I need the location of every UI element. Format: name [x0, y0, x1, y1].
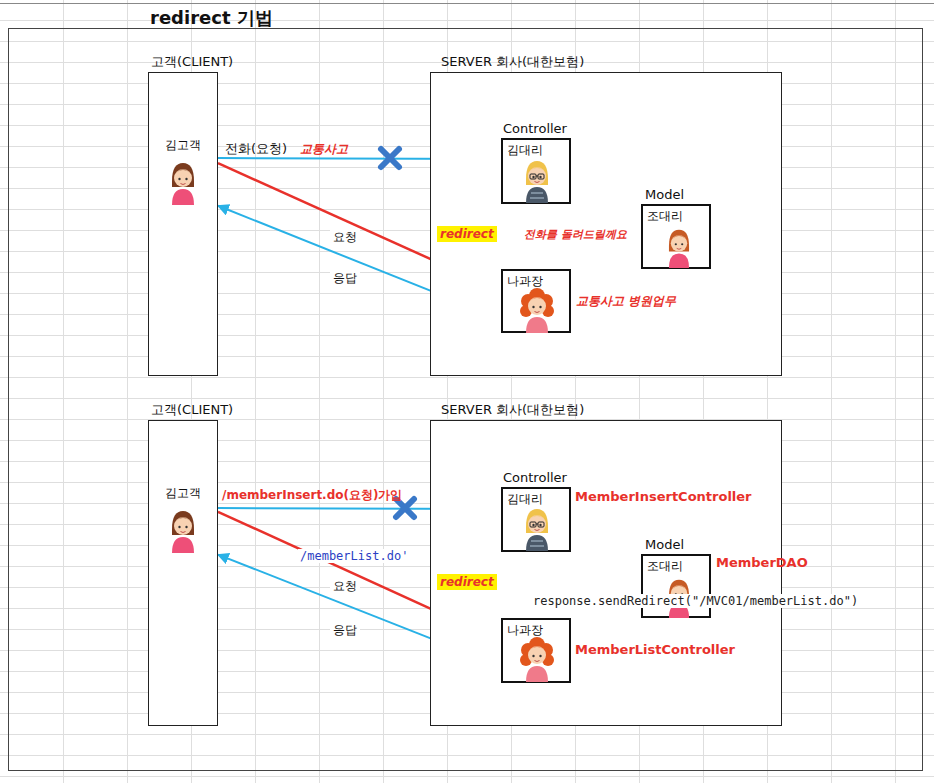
person-icon: [516, 157, 558, 203]
box-text: 나과장: [507, 622, 543, 639]
box-heading: Model: [645, 187, 684, 202]
edge-label: /memberInsert.do(요청)가입: [222, 488, 402, 502]
box-text: 김고객: [149, 137, 217, 154]
box-heading: 고객(CLIENT): [151, 401, 233, 419]
box-heading: 고객(CLIENT): [151, 53, 233, 71]
box-heading: Model: [645, 537, 684, 552]
role-box: Controller김대리: [501, 138, 571, 204]
person-icon: [517, 287, 557, 333]
edge-label: redirect: [437, 226, 497, 242]
note-label: 전화(요청): [225, 141, 287, 157]
person-icon: [517, 636, 557, 682]
note-label: response.sendRedirect("/MVC01/memberList…: [531, 594, 860, 608]
edge-label: 요청: [330, 578, 360, 594]
edge-label: redirect: [437, 574, 497, 590]
box-text: 김고객: [149, 485, 217, 502]
edge-label: 응답: [330, 270, 360, 286]
person-icon: [516, 505, 558, 551]
note-label: 교통사고 병원업무: [576, 294, 676, 308]
role-box: 나과장: [501, 269, 571, 333]
top-rule: [0, 3, 934, 4]
box-heading: Controller: [503, 470, 567, 485]
person-icon: [660, 226, 698, 268]
box-text: 조대리: [647, 558, 683, 575]
server-box: SERVER 회사(대한보험)Controller김대리Model조대리나과장: [430, 72, 782, 376]
blocked-x-mark: [381, 149, 399, 167]
outer-frame: [9, 29, 923, 771]
client-box: 고객(CLIENT)김고객: [148, 420, 218, 726]
note-label: MemberDAO: [716, 555, 808, 571]
role-box: Controller김대리: [501, 487, 571, 552]
role-box: 나과장: [501, 618, 571, 683]
edge-label: 전화를 돌려드릴께요: [524, 228, 627, 241]
role-box: Model조대리: [641, 204, 711, 269]
edge-label: 응답: [330, 622, 360, 638]
box-heading: SERVER 회사(대한보험): [441, 401, 584, 419]
role-box: Model조대리: [641, 554, 711, 618]
box-heading: SERVER 회사(대한보험): [441, 53, 584, 71]
server-box: SERVER 회사(대한보험)Controller김대리Model조대리나과장: [430, 420, 782, 726]
box-heading: Controller: [503, 121, 567, 136]
box-text: 김대리: [507, 491, 543, 508]
edge-label: 교통사고: [300, 142, 348, 156]
person-icon: [163, 159, 203, 205]
diagram-title: redirect 기법: [150, 6, 273, 30]
note-label: /memberList.do': [298, 549, 410, 563]
note-label: MemberInsertController: [575, 489, 752, 505]
client-box: 고객(CLIENT)김고객: [148, 72, 218, 376]
edge-label: 요청: [330, 229, 360, 245]
box-text: 나과장: [507, 273, 543, 290]
person-icon: [163, 507, 203, 553]
box-text: 김대리: [507, 142, 543, 159]
note-label: MemberListController: [575, 642, 735, 658]
box-text: 조대리: [647, 208, 683, 225]
